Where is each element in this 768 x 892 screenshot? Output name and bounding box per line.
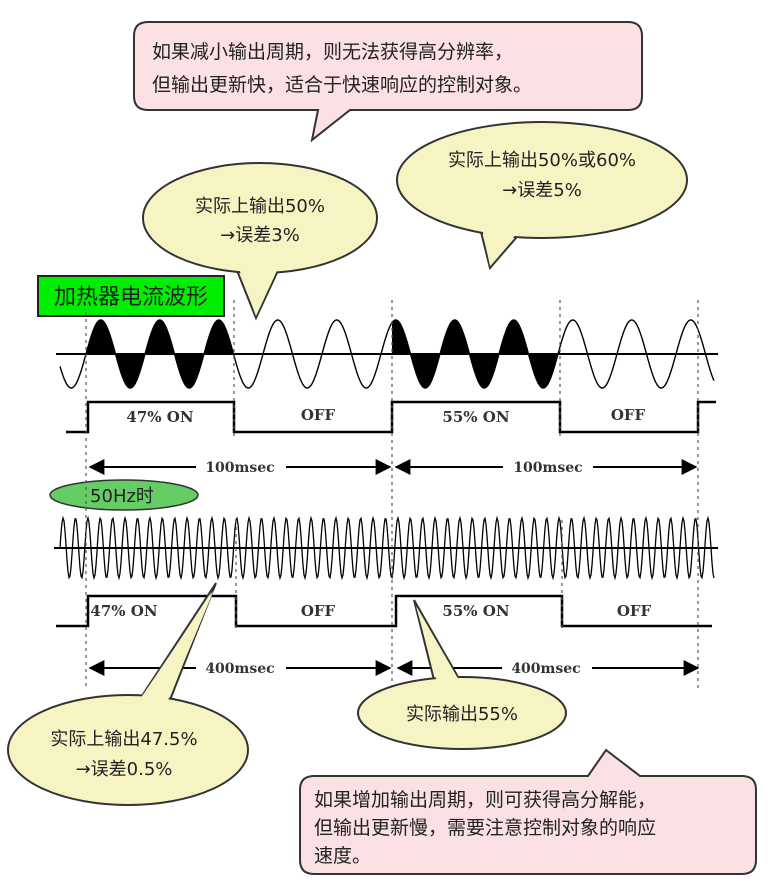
bubble-50-or-60-percent: 实际上输出50%或60% →误差5% [396, 121, 688, 271]
frequency-label-shape [49, 479, 199, 511]
short-on2-label: 55% ON [442, 408, 509, 426]
short-span2-label: 100msec [513, 460, 582, 476]
bubble-55-line1: 实际输出55% [406, 704, 518, 725]
short-wave-on-fill [86, 320, 560, 388]
bubble-5060-line2: →误差5% [502, 180, 582, 201]
heater-current-label: 加热器电流波形 [37, 275, 225, 317]
long-span1-label: 400msec [205, 661, 274, 677]
long-span2-label: 400msec [511, 661, 580, 677]
long-on1-label: 47% ON [90, 602, 157, 620]
short-wave-on-segment [86, 320, 234, 388]
long-wave-curve [59, 515, 715, 581]
long-on2-label: 55% ON [442, 602, 509, 620]
short-period-span: 100msec 100msec [88, 457, 698, 476]
short-wave-on-segment [392, 320, 560, 388]
top-note-line1: 如果减小输出周期，则无法获得高分辨率， [152, 41, 513, 63]
bubble-475-line2: →误差0.5% [76, 759, 173, 780]
top-note-line2: 但输出更新快，适合于快速响应的控制对象。 [152, 74, 532, 96]
short-span1-label: 100msec [205, 460, 274, 476]
heater-label-text: 加热器电流波形 [54, 285, 208, 310]
frequency-label: 50Hz时 [49, 479, 199, 511]
bottom-note-line1: 如果增加输出周期，则可获得高分解能， [314, 789, 656, 811]
long-off1-label: OFF [301, 602, 336, 620]
bubble-50-line1: 实际上输出50% [195, 196, 325, 217]
short-wave-curve [59, 319, 715, 389]
bubble-475-shape [7, 694, 249, 806]
long-off2-label: OFF [617, 602, 652, 620]
bottom-note-callout: 如果增加输出周期，则可获得高分解能， 但输出更新慢，需要注意控制对象的响应 速度… [299, 748, 757, 875]
short-period-pwm-signal: 47% ON OFF 55% ON OFF [66, 400, 716, 434]
short-off2-label: OFF [611, 406, 646, 424]
bottom-note-shape [299, 748, 757, 875]
bubble-47-5-percent: 实际上输出47.5% →误差0.5% [7, 582, 249, 806]
short-on1-label: 47% ON [126, 408, 193, 426]
long-period-waveform [54, 515, 718, 581]
bottom-note-line2: 但输出更新慢，需要注意控制对象的响应 [314, 817, 656, 839]
long-period-span: 400msec 400msec [88, 658, 700, 677]
top-note-callout: 如果减小输出周期，则无法获得高分辨率， 但输出更新快，适合于快速响应的控制对象。 [133, 21, 643, 143]
long-period-pwm-signal: 47% ON OFF 55% ON OFF [56, 594, 712, 628]
heater-label-box [37, 275, 225, 317]
bubble-50-percent: 实际上输出50% →误差3% [142, 162, 378, 321]
bubble-5060-shape [396, 121, 688, 239]
short-off1-label: OFF [301, 406, 336, 424]
bubble-50-shape [142, 162, 378, 274]
bubble-55-shape [357, 676, 567, 750]
short-period-waveform [56, 319, 718, 389]
frequency-label-text: 50Hz时 [90, 486, 154, 507]
bottom-note-line3: 速度。 [314, 845, 371, 867]
bubble-55-percent: 实际输出55% [357, 599, 567, 750]
bubble-475-line1: 实际上输出47.5% [50, 729, 197, 750]
bubble-5060-line1: 实际上输出50%或60% [448, 150, 636, 171]
bubble-50-line2: →误差3% [220, 225, 300, 246]
top-note-shape [133, 21, 643, 143]
period-guides [85, 300, 699, 690]
